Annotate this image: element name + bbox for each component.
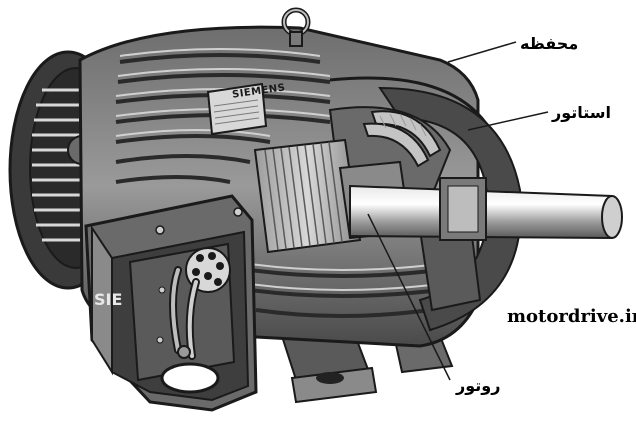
shaft [349,177,623,241]
label-stator: استاتور [552,103,612,122]
leader-rotor [367,213,451,381]
nameplate [206,82,268,136]
terminal-box [84,194,258,412]
leader-housing [447,41,517,63]
end-shield [378,86,522,332]
leader-lines [367,41,549,381]
lifting-eye [281,7,311,47]
terminal-box-brand: SIE [94,290,123,309]
label-housing: محفظه [520,34,579,53]
label-rotor: روتور [456,376,501,395]
leader-stator [467,111,549,131]
site-watermark: motordrive.ir [507,306,636,327]
